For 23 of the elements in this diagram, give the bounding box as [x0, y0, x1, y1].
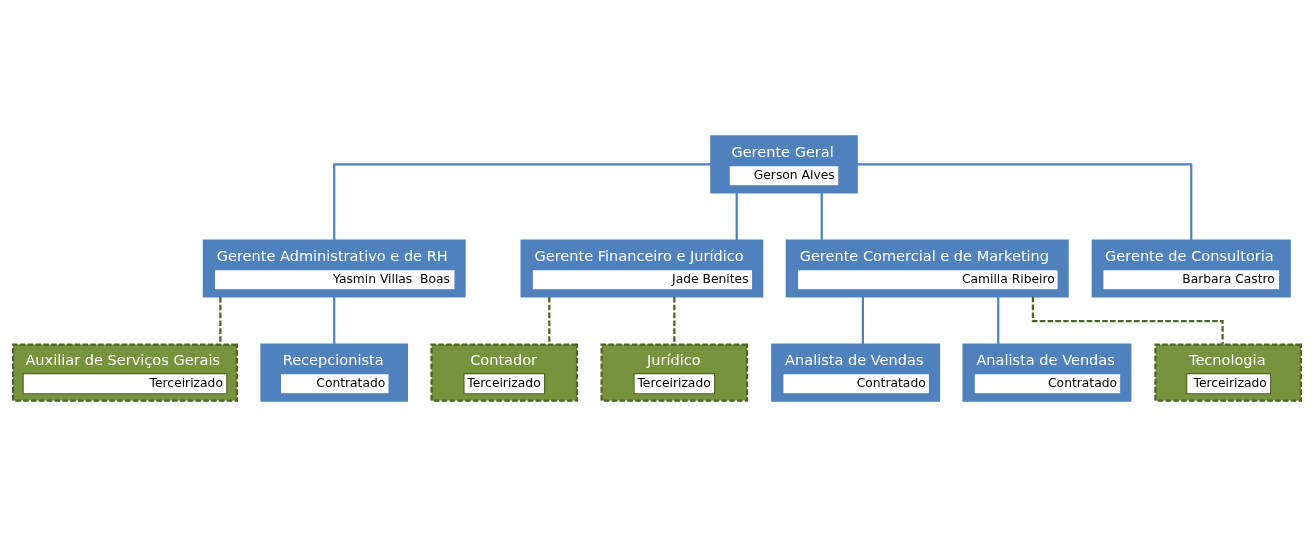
- node-box: Gerente Administrativo e de RH Yasmin Villas Boas: [202, 238, 466, 298]
- connector: [856, 162, 1193, 240]
- node-box: Auxiliar de Serviços Gerais Terceirizado: [12, 342, 238, 402]
- connector: [548, 296, 551, 344]
- connector: [997, 296, 1000, 344]
- node-box: Jurídico Terceirizado: [600, 342, 749, 402]
- node-box: Gerente Geral Gerson Alves: [710, 134, 858, 194]
- connector: [861, 296, 864, 344]
- node-box: Gerente de Consultoria Barbara Castro: [1091, 238, 1291, 298]
- connector: [333, 296, 336, 344]
- node-box: Gerente Financeiro e Jurídico Jade Benites: [520, 238, 764, 298]
- connector: [333, 162, 712, 240]
- node-box: Tecnologia Terceirizado: [1154, 342, 1302, 402]
- node-box: Gerente Comercial e de Marketing Camilla Ribeiro: [785, 238, 1069, 298]
- connector: [735, 192, 738, 240]
- node-box: Analista de Vendas Contratado: [962, 342, 1132, 402]
- connector: [820, 192, 823, 240]
- node-box: Analista de Vendas Contratado: [771, 342, 941, 402]
- connector: [1031, 296, 1224, 344]
- connector: [219, 296, 222, 344]
- node-box: Recepcionista Contratado: [260, 342, 409, 402]
- node-box: Contador Terceirizado: [430, 342, 579, 402]
- connector: [673, 296, 676, 344]
